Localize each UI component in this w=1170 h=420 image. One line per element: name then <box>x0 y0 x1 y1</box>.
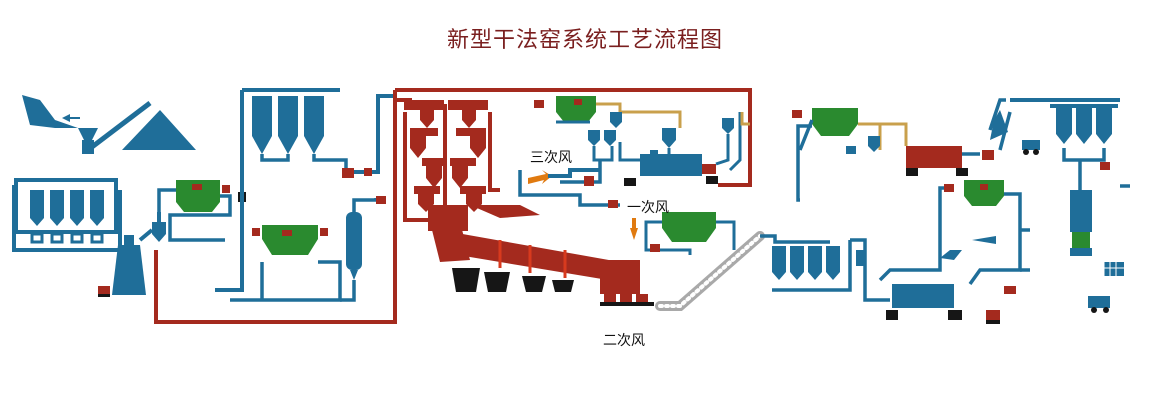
gypsum-bag-filter <box>812 108 858 136</box>
belt-conveyor-1 <box>86 101 152 152</box>
coal-mill <box>640 154 702 176</box>
feeder-scales <box>30 232 104 244</box>
silo-fan <box>342 168 354 178</box>
packing-machine <box>1070 190 1092 232</box>
raw-mill <box>112 245 146 295</box>
clinker-silos <box>772 246 840 280</box>
cement-section <box>760 98 1130 324</box>
primary-air-arrow <box>630 228 638 240</box>
diagram-title: 新型干法窑系统工艺流程图 <box>446 28 723 53</box>
raw-mill-fan <box>98 286 110 294</box>
transport-arrow-icon <box>62 114 80 122</box>
tertiary-air-label: 三次风 <box>530 150 572 166</box>
cement-mill-motor <box>986 310 1000 320</box>
kiln-tyres <box>498 240 567 278</box>
quarry-icon <box>22 95 78 128</box>
raw-mill-cyclone <box>152 222 166 242</box>
secondary-air-label: 二次风 <box>603 333 645 349</box>
conditioning-tower <box>346 212 362 270</box>
kiln-inlet <box>430 222 470 262</box>
filter-fan <box>222 185 230 193</box>
kiln-drive-motors <box>604 294 648 304</box>
preheater-right <box>448 100 488 212</box>
bag-pallet-icon <box>1104 262 1124 276</box>
pre-homogenization-shed <box>122 110 196 150</box>
raw-bag-filter <box>176 180 220 212</box>
kiln-supports <box>452 268 574 292</box>
crusher-icon <box>78 128 98 140</box>
cement-mill <box>892 284 954 308</box>
kiln-hood <box>600 260 640 294</box>
coal-bag-filter <box>556 96 596 122</box>
bulk-truck-icon <box>1022 140 1040 155</box>
tertiary-air-arrow <box>528 170 552 184</box>
kiln-section <box>393 88 765 311</box>
coal-bins <box>588 112 734 148</box>
preheater-left <box>404 100 446 212</box>
cement-bag-filter <box>964 180 1004 206</box>
homogenization-silos <box>252 96 324 154</box>
cooler-bag-filter <box>662 212 716 242</box>
raw-silos <box>30 190 104 226</box>
primary-air-label: 一次风 <box>627 200 669 216</box>
cement-silos <box>1056 108 1112 144</box>
cement-cooler-mill <box>906 146 962 168</box>
kiln-inlet-bag-filter <box>262 225 318 255</box>
raw-material-section <box>12 90 397 324</box>
homogenization-section <box>230 88 395 302</box>
delivery-truck-icon <box>1088 296 1110 313</box>
